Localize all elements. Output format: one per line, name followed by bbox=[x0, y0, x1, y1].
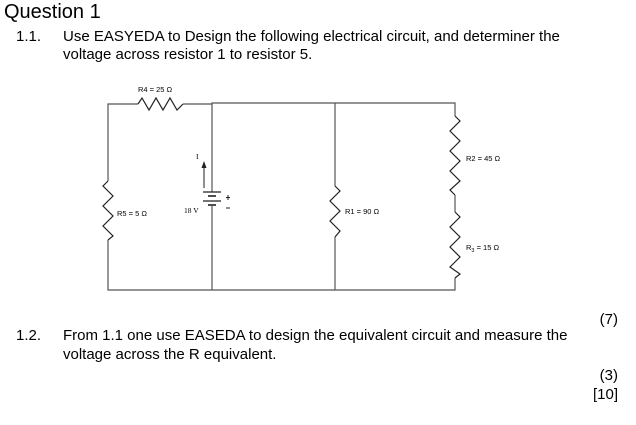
question-1-2-line-1: From 1.1 one use EASEDA to design the eq… bbox=[63, 327, 568, 344]
wire-top-left bbox=[107, 103, 138, 110]
wire-top bbox=[183, 102, 456, 116]
question-1-1-number: 1.1. bbox=[16, 28, 42, 45]
resistor-r2 bbox=[449, 115, 461, 196]
label-r5: R5 = 5 Ω bbox=[117, 209, 147, 218]
label-current: I bbox=[196, 152, 199, 161]
label-r4: R4 = 25 Ω bbox=[138, 85, 173, 94]
label-r3-suffix: = 15 Ω bbox=[474, 243, 499, 252]
resistor-r1 bbox=[329, 185, 341, 238]
marks-1-2: (3) bbox=[599, 367, 618, 384]
question-1-1-line-2: voltage across resistor 1 to resistor 5. bbox=[63, 46, 313, 63]
resistor-r4 bbox=[137, 96, 184, 112]
label-source: 18 V bbox=[184, 206, 199, 215]
question-1-1-line-1: Use EASYEDA to Design the following elec… bbox=[63, 28, 560, 45]
question-1-2-number: 1.2. bbox=[16, 327, 42, 344]
label-r1: R1 = 90 Ω bbox=[345, 207, 380, 216]
marks-total: [10] bbox=[592, 386, 618, 403]
battery-symbol bbox=[203, 191, 230, 209]
wire-bottom bbox=[107, 276, 456, 291]
current-arrow-icon bbox=[201, 161, 207, 188]
question-heading: Question 1 bbox=[4, 1, 101, 23]
label-r3: R3 = 15 Ω bbox=[466, 243, 499, 254]
resistor-r3 bbox=[449, 211, 462, 279]
marks-1-1: (7) bbox=[599, 311, 618, 328]
label-r3-prefix: R bbox=[466, 243, 472, 252]
label-r3-subscript: 3 bbox=[471, 248, 474, 254]
resistor-r5 bbox=[102, 180, 114, 241]
label-r2: R2 = 45 Ω bbox=[466, 154, 501, 163]
question-1-2-line-2: voltage across the R equivalent. bbox=[63, 346, 277, 363]
